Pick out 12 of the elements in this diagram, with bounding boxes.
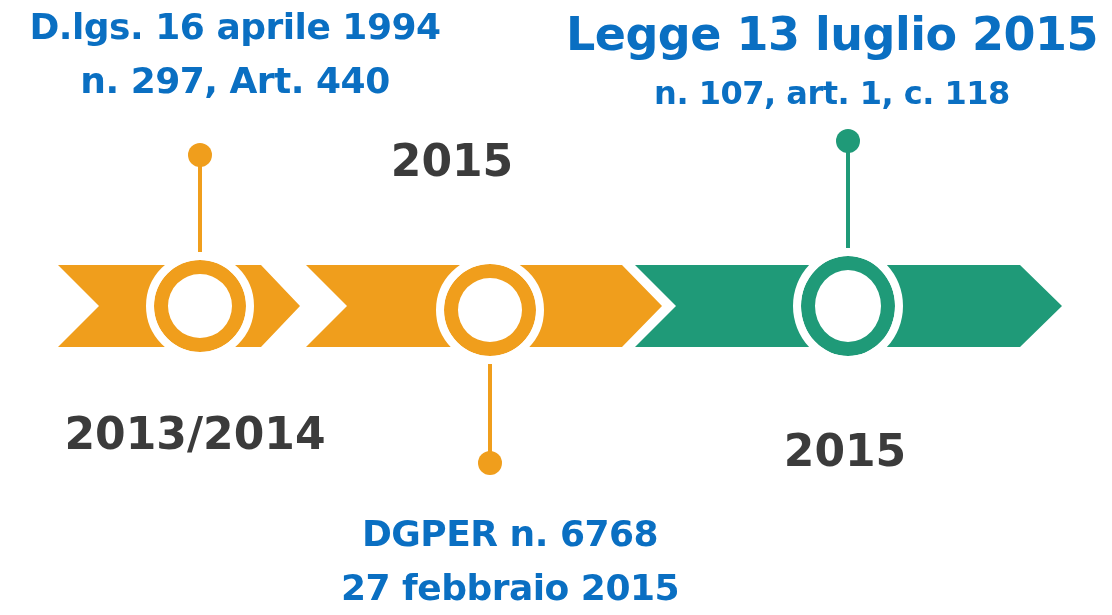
leader-line [836,129,860,248]
year-label: 2015 [390,135,514,186]
year-label: 2015 [783,425,907,476]
law-reference: n. 297, Art. 440 [80,59,390,103]
law-title: D.lgs. 16 aprile 1994 [29,5,441,49]
law-reference: n. 107, art. 1, c. 118 [654,73,1010,114]
law-reference: 27 febbraio 2015 [340,566,680,610]
law-title: Legge 13 luglio 2015 [565,6,1099,63]
law-title: DGPER n. 6768 [361,512,659,556]
leader-line [188,143,212,252]
year-label: 2013/2014 [64,408,326,459]
leader-line [478,364,502,475]
